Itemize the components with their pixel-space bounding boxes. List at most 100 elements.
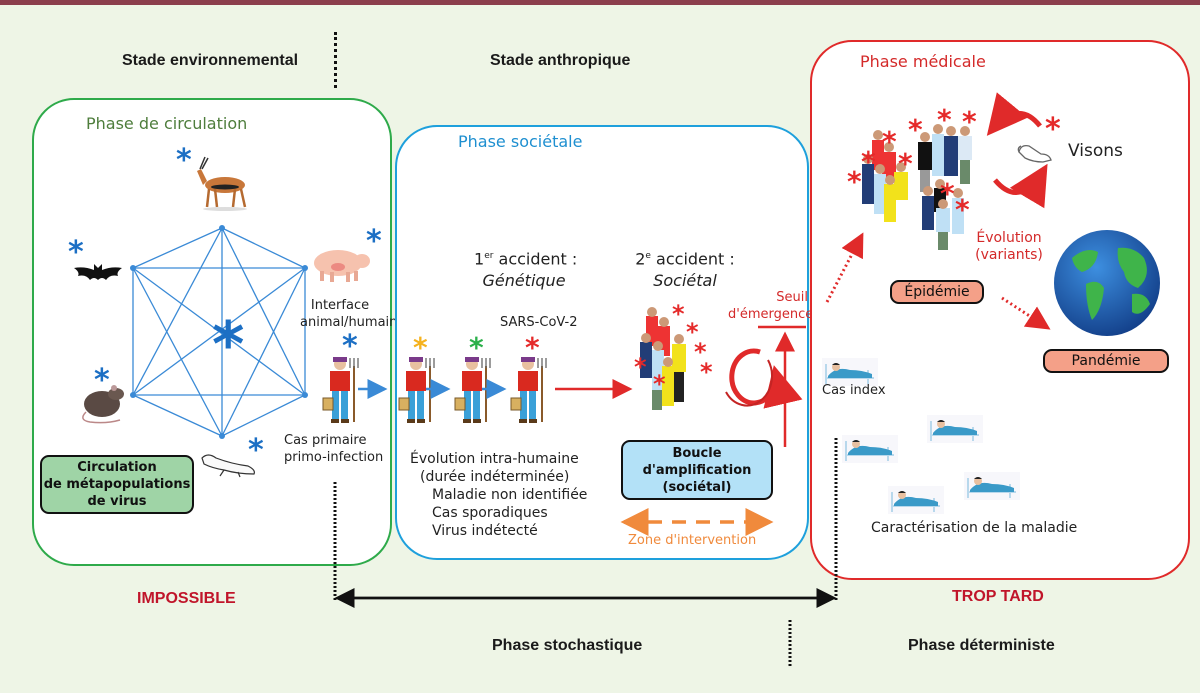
threshold-label-line1: Seuil — [776, 290, 808, 305]
accident1-number: 1 — [474, 249, 485, 269]
population-asterisk-icon: * — [861, 145, 876, 178]
crowd-asterisk-icon: * — [653, 370, 666, 398]
ferret-icon — [198, 450, 258, 482]
rat-virus-asterisk-icon: * — [94, 363, 110, 398]
mink-icon — [1015, 140, 1055, 170]
variants-label-line2: (variants) — [975, 247, 1043, 263]
evolution-item: Cas sporadiques — [432, 505, 548, 521]
network-link — [132, 267, 306, 396]
evolution-label-line1: Évolution intra-humaine — [410, 451, 579, 467]
emergence-threshold-label: Seuil d'émergence — [728, 289, 814, 323]
crowd-asterisk-icon: * — [686, 318, 699, 346]
accident2-superscript: e — [645, 251, 651, 261]
impossible-label: IMPOSSIBLE — [137, 590, 236, 607]
patient-bed-icon — [842, 435, 898, 467]
interface-label-line2: animal/humain — [300, 315, 398, 330]
evolution-label-line2: (durée indéterminée) — [420, 469, 570, 485]
index-to-epidemic-arrow — [825, 232, 864, 303]
globe-icon — [1052, 228, 1162, 342]
patient-bed-icon — [964, 472, 1020, 504]
metapopulation-box: Circulation de métapopulations de virus — [40, 455, 194, 514]
population-asterisk-icon: * — [882, 125, 897, 158]
evolution-item: Maladie non identifiée — [432, 487, 588, 503]
metapop-box-line2: de métapopulations — [43, 477, 191, 492]
stochastic-phase-label: Phase stochastique — [492, 637, 643, 654]
network-link — [221, 267, 306, 437]
minks-label: Visons — [1068, 141, 1123, 161]
patient-bed-icon — [888, 486, 944, 518]
circulation-phase-title: Phase de circulation — [86, 114, 248, 133]
too-late-label: TROP TARD — [952, 588, 1044, 605]
stage-environmental-label: Stade environnemental — [122, 52, 299, 69]
patient-bed-icon — [822, 358, 878, 390]
network-link — [132, 267, 223, 437]
accident1-superscript: er — [484, 251, 494, 261]
metapop-box-line3: de virus — [87, 494, 147, 509]
variants-evolution-label: Évolution (variants) — [970, 230, 1048, 264]
gazelle-virus-asterisk-icon: * — [176, 143, 192, 178]
epidemic-box: Épidémie — [890, 280, 984, 304]
stage-anthropic-label: Stade anthropique — [490, 52, 631, 69]
network-link — [221, 227, 306, 269]
amplification-loop-inner — [725, 359, 773, 407]
characterisation-label: Caractérisation de la maladie — [871, 520, 1078, 536]
population-asterisk-icon: * — [962, 105, 977, 138]
ferret-virus-asterisk-icon: * — [248, 433, 264, 468]
epidemic-to-pandemic-arrow — [1001, 296, 1051, 330]
mink-asterisk-icon: * — [1045, 112, 1061, 147]
mink-transmission-arrow — [986, 92, 1042, 136]
mink-reinfection-arrow — [993, 163, 1048, 209]
crowd-asterisk-icon: * — [700, 358, 713, 386]
network-node — [130, 265, 136, 271]
patient-bed-icon — [927, 415, 983, 447]
population-asterisk-icon: * — [908, 113, 923, 146]
bat-virus-asterisk-icon: * — [68, 235, 84, 270]
loop-box-line3: (sociétal) — [662, 479, 732, 495]
crowd-asterisk-icon: * — [672, 300, 685, 328]
bat-icon — [72, 262, 124, 288]
accident2-number: 2 — [635, 249, 646, 269]
network-link — [132, 394, 223, 437]
primary-case-label-line2: primo-infection — [284, 450, 384, 465]
network-node — [219, 433, 225, 439]
accident1-label: 1er accident : Génétique — [474, 245, 577, 292]
accident2-label: 2e accident : Sociétal — [630, 245, 740, 292]
pig-virus-asterisk-icon: * — [366, 224, 382, 259]
metapop-box-line1: Circulation — [77, 460, 157, 475]
gazelle-icon — [195, 155, 255, 219]
accident2-type: Sociétal — [653, 271, 717, 291]
primary-case-asterisk-icon: * — [342, 329, 358, 364]
primary-case-label-line1: Cas primaire — [284, 433, 367, 448]
interface-label: Interface animal/humain — [300, 297, 398, 331]
population-asterisk-icon: * — [955, 193, 970, 226]
network-link — [221, 394, 306, 437]
network-node — [302, 392, 308, 398]
network-node — [302, 265, 308, 271]
variant-asterisk-yellow-icon: * — [413, 331, 428, 364]
variants-label-line1: Évolution — [976, 230, 1042, 246]
amplification-loop-icon — [729, 348, 803, 409]
rat-icon — [76, 380, 128, 429]
primary-case-farmer-icon — [322, 356, 362, 430]
population-icon-2 — [918, 179, 978, 254]
network-link — [132, 227, 223, 269]
pig-icon — [310, 245, 372, 287]
population-icon — [848, 112, 978, 236]
medical-phase-title: Phase médicale — [860, 52, 986, 71]
intervention-zone-label: Zone d'intervention — [628, 533, 757, 548]
index-case-label: Cas index — [822, 383, 886, 398]
intra-human-evolution-label: Évolution intra-humaine (durée indétermi… — [410, 450, 587, 540]
loop-box-line2: d'amplification — [642, 462, 752, 478]
farmer-icon-2 — [454, 356, 494, 430]
network-link — [221, 227, 306, 396]
accident2-text: accident : — [650, 249, 735, 269]
deterministic-phase-label: Phase déterministe — [908, 637, 1055, 654]
threshold-label-line2: d'émergence — [728, 307, 814, 322]
farmer-icon-1 — [398, 356, 438, 430]
evolution-item: Virus indétecté — [432, 523, 538, 539]
population-asterisk-icon: * — [898, 147, 913, 180]
primary-case-label: Cas primaire primo-infection — [284, 432, 383, 466]
variant-asterisk-red-icon: * — [525, 331, 540, 364]
population-asterisk-icon: * — [847, 165, 862, 198]
